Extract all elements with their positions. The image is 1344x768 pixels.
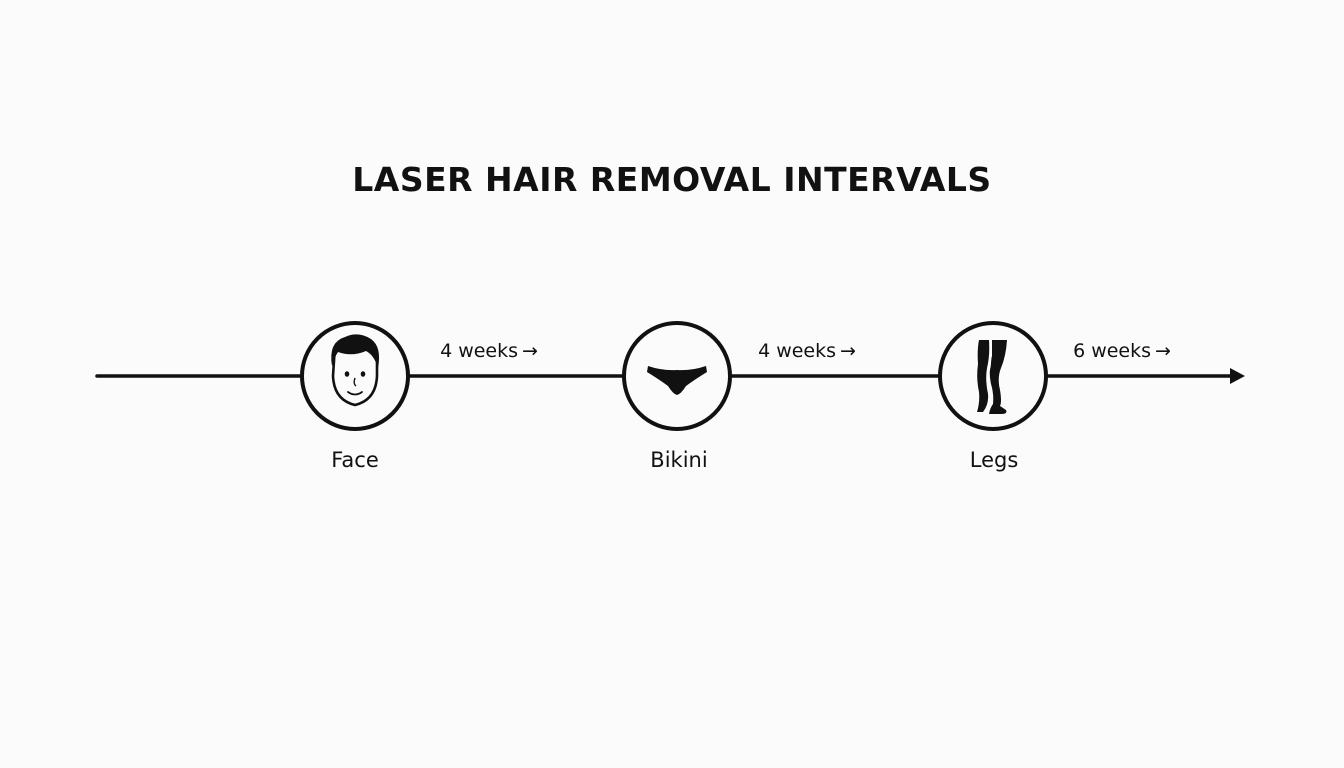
- legs-icon: [977, 340, 1007, 414]
- stage-label-bikini: Bikini: [650, 448, 708, 472]
- diagram-title: LASER HAIR REMOVAL INTERVALS: [352, 160, 992, 199]
- stage-label-face: Face: [331, 448, 379, 472]
- interval-arrow-icon: →: [522, 340, 538, 362]
- stage-node-face: [300, 321, 410, 431]
- stage-node-legs: [938, 321, 1048, 431]
- face-icon: [331, 334, 380, 407]
- bikini-icon: [647, 366, 707, 395]
- interval-arrow-icon: →: [840, 340, 856, 362]
- interval-label-2: 4 weeks→: [727, 340, 887, 362]
- stage-node-bikini: [622, 321, 732, 431]
- interval-text-3: 6 weeks: [1073, 340, 1152, 362]
- interval-label-3: 6 weeks→: [1042, 340, 1202, 362]
- stage-label-legs: Legs: [969, 448, 1019, 472]
- interval-arrow-icon: →: [1155, 340, 1171, 362]
- interval-text-1: 4 weeks: [440, 340, 519, 362]
- interval-text-2: 4 weeks: [758, 340, 837, 362]
- timeline-arrowhead-icon: [1230, 368, 1245, 384]
- interval-label-1: 4 weeks→: [409, 340, 569, 362]
